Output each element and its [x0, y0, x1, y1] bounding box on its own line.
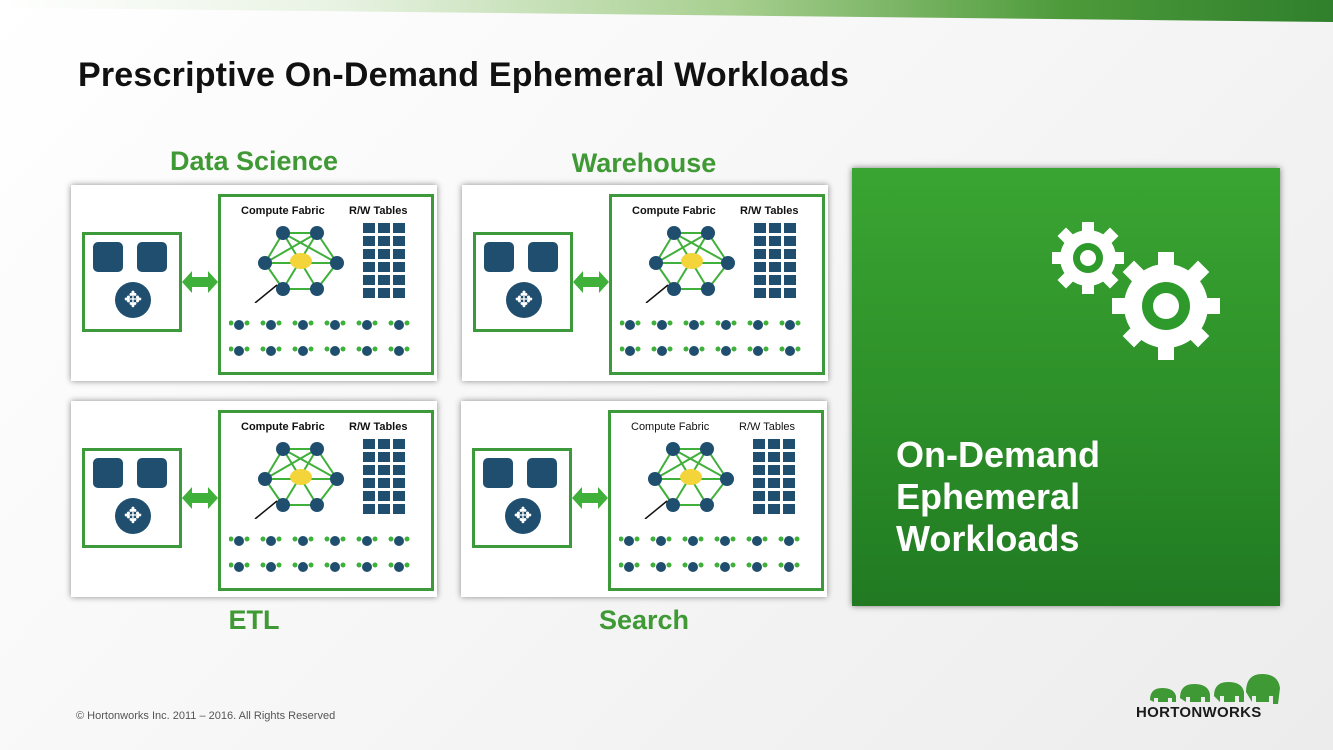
compute-fabric-label: Compute Fabric: [631, 421, 709, 433]
on-demand-panel: On-Demand Ephemeral Workloads: [852, 168, 1280, 606]
cluster-network-icon: [644, 223, 744, 303]
tables-grid-icon: [363, 439, 409, 514]
table-icon: [137, 458, 167, 488]
cluster-network-icon: [253, 223, 353, 303]
workload-card-etl: ✥ Compute Fabric R/W Tables: [71, 401, 437, 597]
rw-tables-label: R/W Tables: [740, 205, 798, 217]
panel-title: On-Demand Ephemeral Workloads: [896, 434, 1256, 560]
table-icon: [527, 458, 557, 488]
bar-chart-icon: [484, 242, 514, 272]
worker-nodes-icon: [229, 315, 423, 363]
worker-nodes-icon: [620, 315, 814, 363]
tables-grid-icon: [754, 223, 800, 298]
hub-icon: ✥: [115, 282, 151, 318]
workload-card-data-science: ✥ Compute Fabric R/W Tables: [71, 185, 437, 381]
rw-tables-label: R/W Tables: [349, 421, 407, 433]
workload-card-search: ✥ Compute Fabric R/W Tables: [461, 401, 827, 597]
client-panel: ✥: [82, 448, 182, 548]
table-icon: [528, 242, 558, 272]
gears-icon: [1048, 222, 1228, 362]
tables-grid-icon: [753, 439, 799, 514]
top-accent-band: [0, 0, 1333, 22]
double-arrow-icon: [573, 271, 609, 293]
page-title: Prescriptive On-Demand Ephemeral Workloa…: [78, 56, 849, 95]
double-arrow-icon: [572, 487, 608, 509]
cluster-network-icon: [643, 439, 743, 519]
hub-icon: ✥: [506, 282, 542, 318]
worker-nodes-icon: [229, 531, 423, 579]
logo-wordmark: HORTONWORKS: [1136, 704, 1262, 721]
compute-fabric-box: Compute Fabric R/W Tables: [609, 194, 825, 375]
section-label-data-science: Data Science: [84, 146, 424, 177]
section-label-search: Search: [474, 605, 814, 636]
table-icon: [137, 242, 167, 272]
client-panel: ✥: [472, 448, 572, 548]
hub-icon: ✥: [115, 498, 151, 534]
footer-copyright: © Hortonworks Inc. 2011 – 2016. All Righ…: [76, 710, 335, 722]
compute-fabric-box: Compute Fabric R/W Tables: [218, 410, 434, 591]
client-panel: ✥: [473, 232, 573, 332]
compute-fabric-label: Compute Fabric: [632, 205, 716, 217]
compute-fabric-box: Compute Fabric R/W Tables: [218, 194, 434, 375]
compute-fabric-box: Compute Fabric R/W Tables: [608, 410, 824, 591]
bar-chart-icon: [93, 242, 123, 272]
client-panel: ✥: [82, 232, 182, 332]
section-label-etl: ETL: [84, 605, 424, 636]
double-arrow-icon: [182, 487, 218, 509]
bar-chart-icon: [483, 458, 513, 488]
hub-icon: ✥: [505, 498, 541, 534]
section-label-warehouse: Warehouse: [474, 148, 814, 179]
worker-nodes-icon: [619, 531, 813, 579]
compute-fabric-label: Compute Fabric: [241, 205, 325, 217]
double-arrow-icon: [182, 271, 218, 293]
rw-tables-label: R/W Tables: [349, 205, 407, 217]
cluster-network-icon: [253, 439, 353, 519]
bar-chart-icon: [93, 458, 123, 488]
rw-tables-label: R/W Tables: [739, 421, 795, 433]
compute-fabric-label: Compute Fabric: [241, 421, 325, 433]
tables-grid-icon: [363, 223, 409, 298]
workload-card-warehouse: ✥ Compute Fabric R/W Tables: [462, 185, 828, 381]
